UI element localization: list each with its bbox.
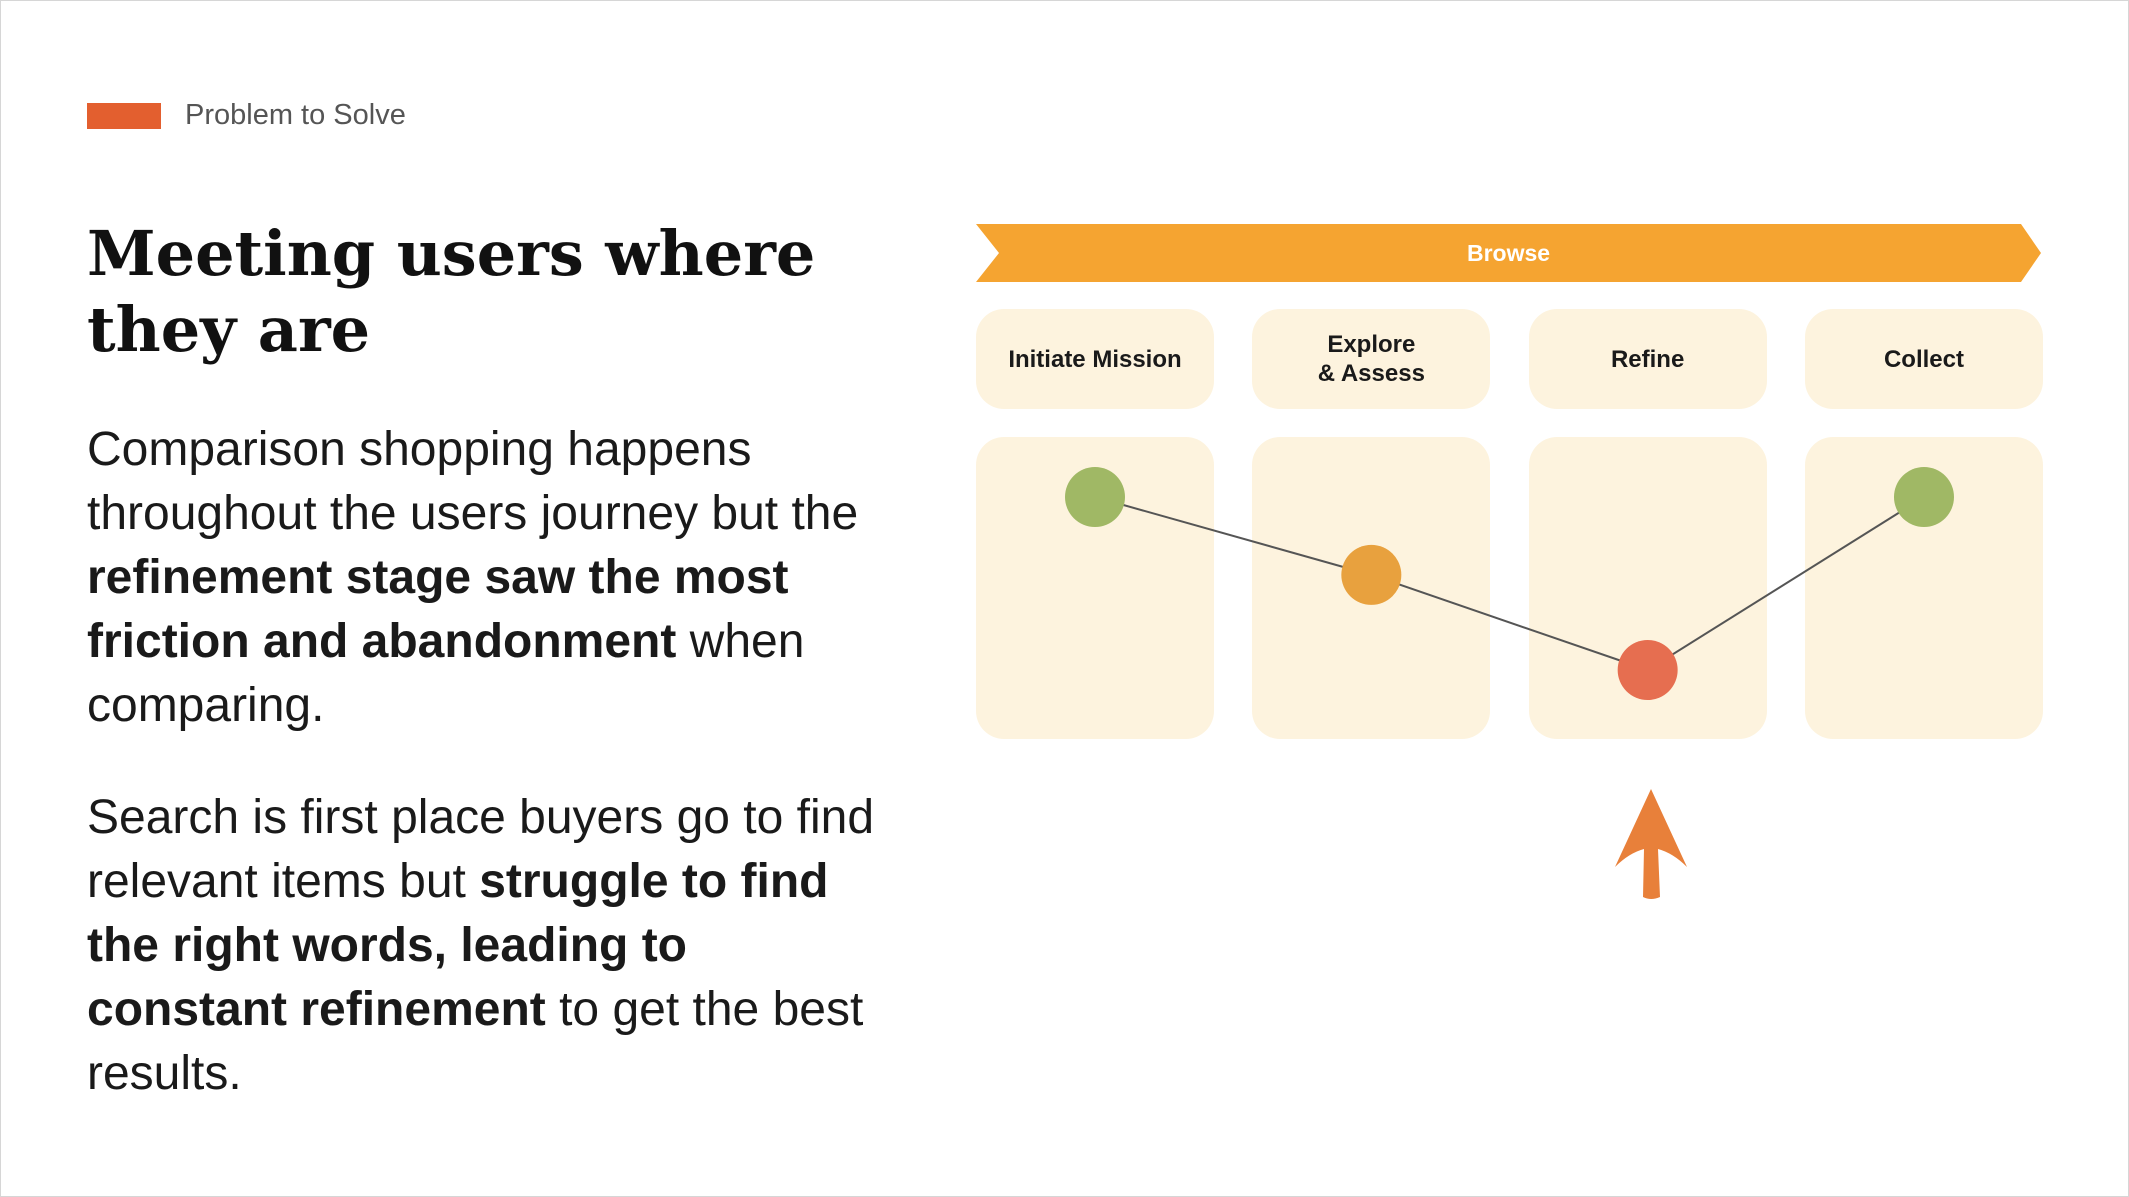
eyebrow-label: Problem to Solve [185, 99, 406, 131]
phase-card: Collect [1804, 309, 2043, 409]
sentiment-dot [1065, 467, 1125, 527]
phase-card: Refine [1528, 309, 1767, 409]
sentiment-dot [1341, 544, 1402, 605]
sentiment-line [1065, 467, 1954, 700]
paragraph-friction-outro: when comparing. [87, 615, 805, 732]
arrow-up-icon [1615, 789, 1687, 899]
stage-banner-label: Browse [1466, 240, 1551, 266]
paragraph-search-intro: Search is first place buyers go to find … [87, 791, 875, 908]
sentiment-connector [1094, 496, 1372, 576]
phase-card: Initiate Mission [976, 309, 1214, 409]
sentiment-connector [1647, 496, 1925, 671]
paragraph-friction-intro: Comparison shopping happens throughout t… [87, 423, 859, 540]
journey-diagram: Browse Initiate Mission Explore & Assess R… [976, 224, 2043, 904]
stage-banner: Browse [976, 224, 2041, 282]
eyebrow: Problem to Solve [87, 99, 406, 132]
eyebrow-accent-bar [87, 102, 161, 129]
page-title: Meeting users where they are [87, 216, 847, 368]
title-line-2: they are [87, 293, 371, 366]
paragraph-friction-emphasis: refinement stage saw the most friction a… [87, 551, 789, 668]
phase-card: Explore & Assess [1252, 309, 1491, 409]
sentiment-dot [1617, 640, 1678, 700]
paragraph-search-emphasis: struggle to find the right words, leadin… [87, 855, 829, 1036]
title-line-1: Meeting users where [87, 217, 816, 290]
paragraph-friction: Comparison shopping happens throughout t… [87, 418, 887, 738]
stage-banner-shape [976, 224, 2041, 282]
sentiment-connector [1371, 573, 1648, 671]
paragraph-search-outro: to get the best results. [87, 983, 864, 1100]
paragraph-search: Search is first place buyers go to find … [87, 786, 887, 1106]
sentiment-dot [1893, 467, 1954, 527]
